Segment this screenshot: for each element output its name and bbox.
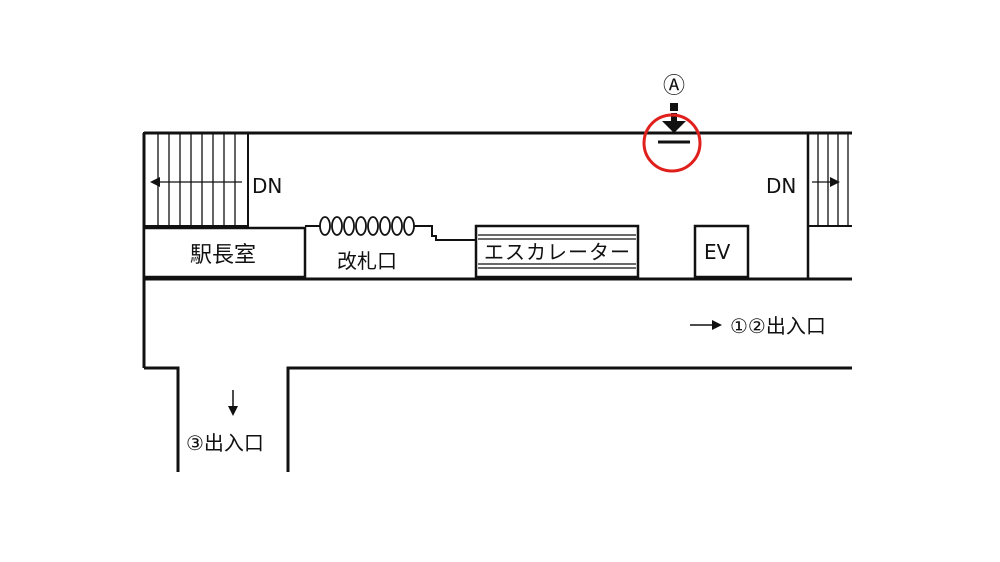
elevator-label: EV [704,240,731,264]
station-master-office [142,226,307,279]
ticket-gate-label: 改札口 [337,249,397,273]
down-arrow-marker-icon [658,103,690,144]
exit-3-label: ③出入口 [186,431,264,455]
escalator [474,224,640,279]
station-master-office-label: 駅長室 [190,243,256,268]
exit-12-arrow-icon [690,320,722,330]
stairs-left-dn-label: DN [252,174,282,198]
station-walls [142,131,852,472]
stairs-left [143,132,249,227]
escalator-label: エスカレーター [484,240,630,264]
exit-3-arrow-icon [228,390,238,416]
stairs-right [806,133,852,279]
stairs-right-dn-label: DN [766,174,796,198]
elevator [693,224,750,279]
exit-12-label: ①②出入口 [730,314,826,338]
ticket-gate-icon [305,216,475,241]
marker-a-label: Ⓐ [663,74,685,99]
highlight-circle [642,113,702,173]
